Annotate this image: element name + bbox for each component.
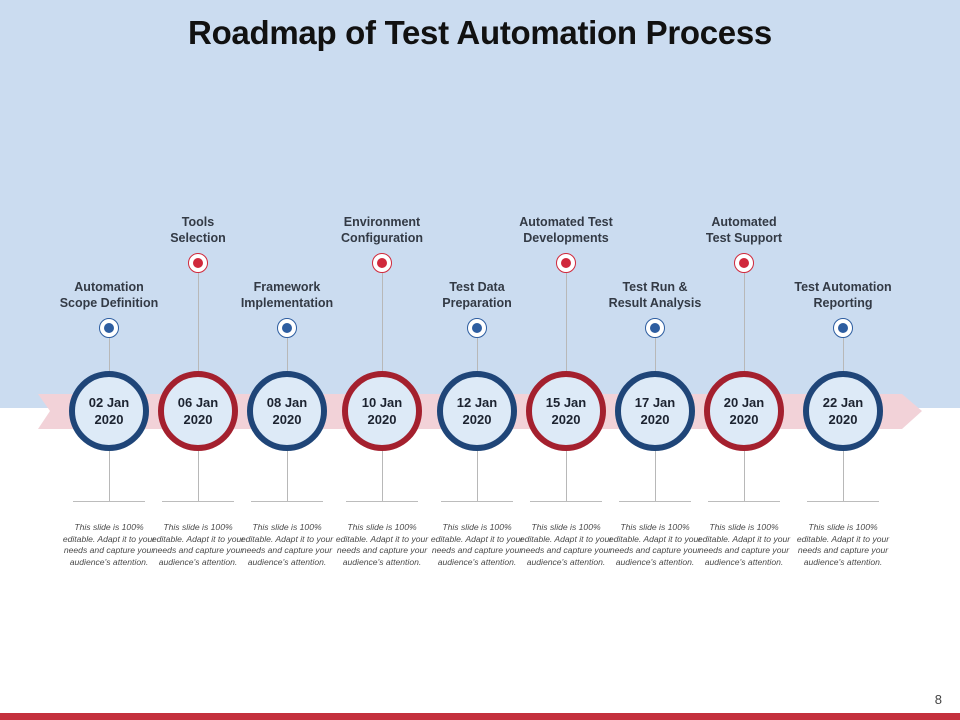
bottom-accent-bar [0, 713, 960, 720]
date-circle: 06 Jan 2020 [158, 371, 238, 451]
milestone-description: This slide is 100% editable. Adapt it to… [697, 522, 791, 567]
milestone-description: This slide is 100% editable. Adapt it to… [430, 522, 524, 567]
date-circle: 12 Jan 2020 [437, 371, 517, 451]
connector-line [744, 263, 745, 411]
milestone-label: Automated Test Developments [519, 215, 613, 245]
page-title: Roadmap of Test Automation Process [188, 14, 772, 51]
connector-line [655, 328, 656, 411]
milestone-description: This slide is 100% editable. Adapt it to… [151, 522, 245, 567]
divider-line [530, 501, 602, 502]
milestone-label: Tools Selection [170, 215, 226, 245]
milestone-dot [277, 318, 297, 338]
divider-line [619, 501, 691, 502]
milestone-dot [556, 253, 576, 273]
milestone-date: 06 Jan 2020 [177, 395, 219, 427]
milestone-dot [467, 318, 487, 338]
milestone-description: This slide is 100% editable. Adapt it to… [519, 522, 613, 567]
milestone-dot [734, 253, 754, 273]
milestone-dot [188, 253, 208, 273]
divider-line [807, 501, 879, 502]
connector-line [198, 263, 199, 411]
milestone-dot [833, 318, 853, 338]
connector-line [109, 411, 110, 501]
milestone-date: 17 Jan 2020 [634, 395, 676, 427]
milestone-label: Automation Scope Definition [59, 280, 159, 310]
divider-line [708, 501, 780, 502]
divider-line [251, 501, 323, 502]
milestone-label: Test Automation Reporting [794, 280, 892, 310]
connector-line [843, 328, 844, 411]
date-circle: 22 Jan 2020 [803, 371, 883, 451]
connector-line [655, 411, 656, 501]
divider-line [73, 501, 145, 502]
divider-line [162, 501, 234, 502]
connector-line [287, 328, 288, 411]
date-circle: 08 Jan 2020 [247, 371, 327, 451]
connector-line [287, 411, 288, 501]
milestone-date: 10 Jan 2020 [361, 395, 403, 427]
header-background [0, 0, 960, 408]
connector-line [382, 411, 383, 501]
milestone-label: Test Run & Result Analysis [608, 280, 702, 310]
connector-line [382, 263, 383, 411]
milestone-label: Framework Implementation [240, 280, 334, 310]
milestone-label: Test Data Preparation [442, 280, 512, 310]
connector-line [477, 328, 478, 411]
connector-line [843, 411, 844, 501]
milestone-date: 12 Jan 2020 [456, 395, 498, 427]
divider-line [441, 501, 513, 502]
connector-line [566, 263, 567, 411]
milestone-description: This slide is 100% editable. Adapt it to… [796, 522, 890, 567]
milestone-date: 22 Jan 2020 [822, 395, 864, 427]
connector-line [566, 411, 567, 501]
date-circle: 17 Jan 2020 [615, 371, 695, 451]
connector-line [198, 411, 199, 501]
page-number: 8 [934, 692, 942, 707]
connector-line [477, 411, 478, 501]
milestone-description: This slide is 100% editable. Adapt it to… [240, 522, 334, 567]
milestone-description: This slide is 100% editable. Adapt it to… [335, 522, 429, 567]
milestone-date: 20 Jan 2020 [723, 395, 765, 427]
connector-line [744, 411, 745, 501]
date-circle: 02 Jan 2020 [69, 371, 149, 451]
date-circle: 20 Jan 2020 [704, 371, 784, 451]
date-circle: 10 Jan 2020 [342, 371, 422, 451]
milestone-date: 08 Jan 2020 [266, 395, 308, 427]
milestone-date: 02 Jan 2020 [88, 395, 130, 427]
date-circle: 15 Jan 2020 [526, 371, 606, 451]
milestone-dot [372, 253, 392, 273]
milestone-description: This slide is 100% editable. Adapt it to… [608, 522, 702, 567]
milestone-label: Automated Test Support [705, 215, 783, 245]
divider-line [346, 501, 418, 502]
milestone-date: 15 Jan 2020 [545, 395, 587, 427]
milestone-dot [645, 318, 665, 338]
milestone-description: This slide is 100% editable. Adapt it to… [62, 522, 156, 567]
milestone-label: Environment Configuration [341, 215, 423, 245]
milestone-dot [99, 318, 119, 338]
connector-line [109, 328, 110, 411]
